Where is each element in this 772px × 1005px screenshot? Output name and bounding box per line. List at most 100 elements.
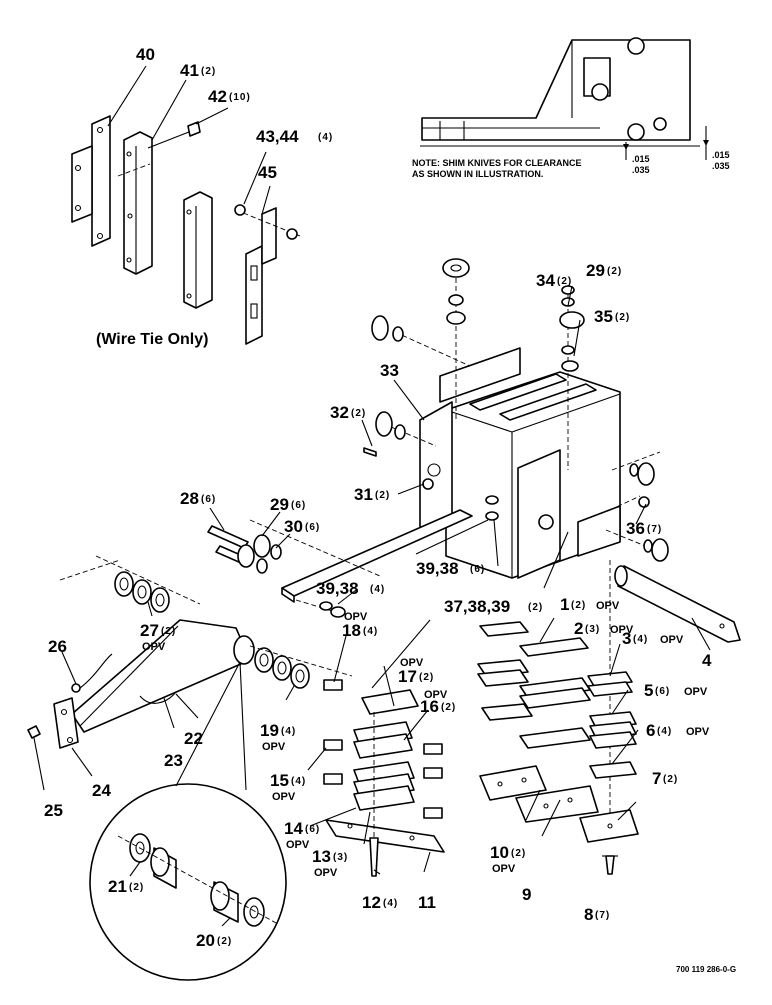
qty-35: (2) [615,312,630,323]
qty-42: (10) [229,92,251,103]
qty-6: (4) [657,726,672,737]
channel-41 [123,131,153,275]
plate-9 [515,785,599,823]
opv-6: OPV [686,726,710,738]
qty-39-38-b: (6) [470,564,485,575]
label-41: 41 [180,61,199,80]
qty-39-38-a: (4) [370,584,385,595]
label-34: 34 [536,271,555,290]
plate-7 [579,809,639,843]
label-20: 20 [196,931,215,950]
qty-13: (3) [333,852,348,863]
label-32: 32 [330,403,349,422]
nut-44 [286,228,298,240]
opv-14: OPV [286,839,310,851]
label-6: 6 [646,721,655,740]
label-7: 7 [652,769,661,788]
plate-45 [245,245,263,345]
part-labels: 40 41 (2) 42 (10) 43,44 (4) 45 33 32 (2)… [44,45,736,974]
qty-28: (6) [201,494,216,505]
bracket-40 [91,115,111,247]
bearing-top [442,258,470,278]
label-40: 40 [136,45,155,64]
shaft-4 [617,565,741,643]
qty-3: (4) [633,634,648,645]
qty-37-38-39: (2) [528,602,543,613]
qty-34: (2) [557,276,572,287]
bracket-group [71,115,301,345]
label-4: 4 [702,651,712,670]
shim-stack-left [323,679,445,877]
wire-tie-caption: (Wire Tie Only) [96,331,208,348]
label-37-38-39: 37,38,39 [444,597,510,616]
note-line-2: AS SHOWN IN ILLUSTRATION. [412,169,543,179]
qty-20: (2) [217,936,232,947]
qty-14: (6) [305,824,320,835]
knife-sets [477,621,639,875]
label-8: 8 [584,905,593,924]
qty-19: (4) [281,726,296,737]
label-35: 35 [594,307,613,326]
bar-11 [325,819,445,853]
frame-side-view [421,39,691,141]
label-3: 3 [622,629,631,648]
detail-magnifier [89,783,287,981]
qty-2: (3) [585,624,600,635]
dim-top-b: .015 [712,150,730,160]
dim-bottom-b: .035 [712,161,730,171]
channel-part [183,191,213,309]
qty-32: (2) [351,408,366,419]
qty-41: (2) [201,66,216,77]
opv-27: OPV [142,641,166,653]
qty-8: (7) [595,910,610,921]
label-43-44: 43,44 [256,127,299,146]
qty-17: (2) [419,672,434,683]
clearance-inset [420,37,709,160]
opv-3: OPV [660,634,684,646]
drawing-code: 700 119 286-0-G [676,965,736,974]
qty-29a: (6) [291,500,306,511]
bolt-42 [187,121,201,137]
qty-10: (2) [511,848,526,859]
dim-bottom-a: .035 [632,165,650,175]
qty-15: (4) [291,776,306,787]
qty-21: (2) [129,882,144,893]
opv-17: OPV [400,657,424,669]
label-29a: 29 [270,495,289,514]
label-2: 2 [574,619,583,638]
main-assembly [207,258,741,820]
label-36: 36 [626,519,645,538]
qty-36: (7) [647,524,662,535]
label-30: 30 [284,517,303,536]
label-21: 21 [108,877,127,896]
qty-12: (4) [383,898,398,909]
qty-30: (6) [305,522,320,533]
opv-19: OPV [262,741,286,753]
label-10: 10 [490,843,509,862]
label-27: 27 [140,621,159,640]
label-16: 16 [420,697,439,716]
label-17: 17 [398,667,417,686]
label-26: 26 [48,637,67,656]
qty-5: (6) [655,686,670,697]
label-45: 45 [258,163,277,182]
label-18: 18 [342,621,361,640]
opv-1: OPV [596,600,620,612]
label-23: 23 [164,751,183,770]
plate-10 [479,765,547,801]
label-1: 1 [560,595,569,614]
note-line-1: NOTE: SHIM KNIVES FOR CLEARANCE [412,158,582,168]
label-42: 42 [208,87,227,106]
label-29b: 29 [586,261,605,280]
qty-7: (2) [663,774,678,785]
label-39-38-b: 39,38 [416,559,459,578]
label-33: 33 [380,361,399,380]
label-15: 15 [270,771,289,790]
tube-arm-24 [71,619,251,733]
opv-15: OPV [272,791,296,803]
opv-2: OPV [610,624,634,636]
opv-16: OPV [424,689,448,701]
label-5: 5 [644,681,653,700]
qty-31: (2) [375,490,390,501]
